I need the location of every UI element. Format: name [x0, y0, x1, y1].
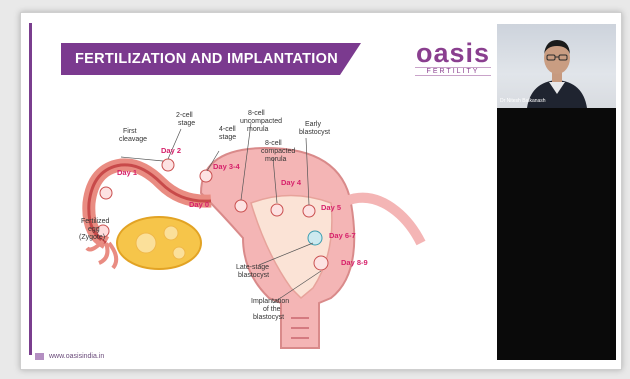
morula-compacted	[271, 204, 283, 216]
label-implant-1: Implantation	[251, 298, 289, 305]
presenter-video[interactable]: Dr Nitesh Balkanash	[497, 24, 616, 108]
ovary	[117, 217, 201, 269]
follicle	[173, 247, 185, 259]
blastocyst-early	[303, 205, 315, 217]
label-implant-3: blastocyst	[253, 314, 284, 321]
label-day1: Day 1	[117, 168, 137, 177]
label-first-cleavage-1: First	[123, 128, 137, 135]
embryo-8cell	[235, 200, 247, 212]
blastocyst-day67	[308, 231, 322, 245]
label-four-cell-2: stage	[219, 134, 236, 141]
label-first-cleavage-2: cleavage	[119, 136, 147, 143]
label-late-blast-2: blastocyst	[238, 272, 269, 279]
label-compacted-1: 8-cell	[265, 140, 282, 147]
label-compacted-3: morula	[265, 156, 287, 163]
label-uncompacted-3: morula	[247, 126, 269, 133]
label-two-cell-2: stage	[178, 120, 195, 127]
label-late-blast-1: Late-stage	[236, 264, 269, 271]
follicle	[136, 233, 156, 253]
label-early-blast-1: Early	[305, 121, 321, 128]
label-fertilized-1: Fertilized	[81, 218, 110, 225]
label-implant-2: of the	[263, 306, 281, 313]
blastocyst-late	[314, 256, 328, 270]
logo-word: oasis	[413, 39, 493, 67]
label-day4: Day 4	[281, 178, 302, 187]
presenter-name: Dr Nitesh Balkanash	[500, 98, 546, 104]
slide-footer: www.oasisindia.in	[35, 353, 104, 360]
footer-url[interactable]: www.oasisindia.in	[49, 353, 104, 360]
presenter-figure	[497, 24, 616, 108]
slide-accent-bar	[29, 23, 32, 355]
label-day5: Day 5	[321, 203, 341, 212]
label-four-cell-1: 4-cell	[219, 126, 236, 133]
label-fertilized-2: egg	[88, 226, 100, 233]
label-two-cell-1: 2-cell	[176, 112, 193, 119]
embryo-day1	[100, 187, 112, 199]
label-day2: Day 2	[161, 146, 181, 155]
label-day0: Day 0	[189, 200, 209, 209]
fertilization-diagram: First cleavage 2-cell stage 4-cell stage…	[51, 93, 431, 353]
follicle	[164, 226, 178, 240]
right-tube	[346, 198, 421, 243]
label-fertilized-3: (Zygote)	[79, 234, 105, 241]
label-compacted-2: compacted	[261, 148, 295, 155]
label-early-blast-2: blastocyst	[299, 129, 330, 136]
label-uncompacted-2: uncompacted	[240, 118, 282, 125]
embryo-4cell	[200, 170, 212, 182]
footer-square-icon	[35, 353, 44, 360]
slide-title: FERTILIZATION AND IMPLANTATION	[61, 43, 361, 75]
label-day34: Day 3-4	[213, 162, 241, 171]
label-day89: Day 8-9	[341, 258, 368, 267]
fimbriae	[87, 241, 116, 268]
label-day67: Day 6-7	[329, 231, 356, 240]
embryo-2cell	[162, 159, 174, 171]
oasis-logo: oasis FERTILITY	[413, 39, 493, 76]
logo-subtitle: FERTILITY	[415, 67, 491, 76]
label-uncompacted-1: 8-cell	[248, 110, 265, 117]
video-panel: Dr Nitesh Balkanash	[497, 24, 616, 360]
